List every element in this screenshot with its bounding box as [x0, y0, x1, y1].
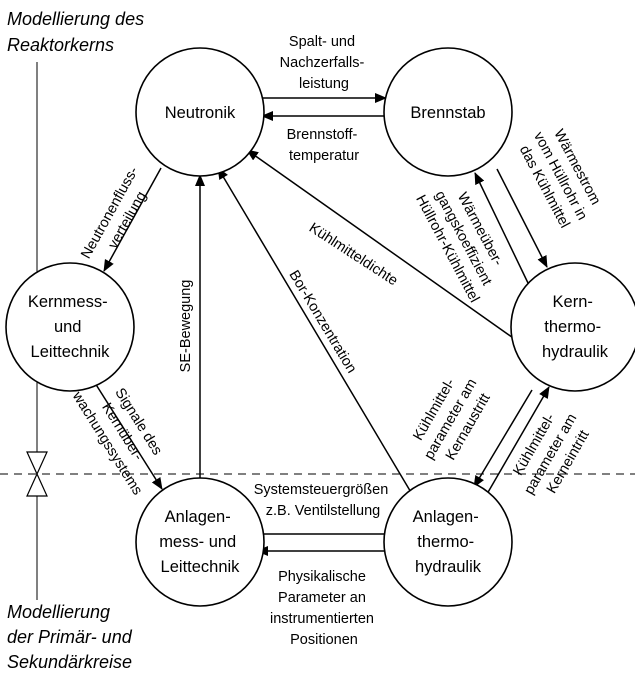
node-brennstab-label: Brennstab	[410, 104, 485, 122]
node-brennstab: Brennstab	[383, 47, 513, 177]
arrow-kern-thermo-to-neutronik	[246, 149, 517, 341]
node-anlagen-thermo-label: Anlagen- thermo- hydraulik	[413, 508, 484, 576]
node-kern-thermo: Kern- thermo- hydraulik	[510, 262, 635, 392]
core-region-label: Modellierung des Reaktorkerns	[7, 9, 149, 55]
label-kuehlmittel-kerneintritt: Kühlmittel- parameter am Kerneintritt	[505, 398, 599, 507]
arrow-anlagen-thermo-to-neutronik	[217, 167, 413, 495]
label-systemsteuergroessen: Systemsteuergrößen z.B. Ventilstellung	[254, 482, 393, 519]
arrow-neutronik-to-kernmess	[103, 167, 162, 272]
node-anlagen-mess-label: Anlagen- mess- und Leittechnik	[159, 508, 241, 576]
arrow-kernmess-to-anlagen-mess	[94, 382, 163, 490]
label-kuehlmitteldichte: Kühlmitteldichte	[306, 220, 401, 289]
arrow-kern-thermo-to-brennstab	[474, 172, 529, 284]
node-kernmess: Kernmess- und Leittechnik	[5, 262, 135, 392]
label-brennstofftemperatur: Brennstoff- temperatur	[287, 127, 362, 164]
label-waermestrom: Wärmestrom vom Hüllrohr in das Kühlmitte…	[513, 121, 608, 236]
label-neutronenflussverteilung: Neutronenfluss- verteilung	[78, 161, 160, 271]
node-anlagen-mess: Anlagen- mess- und Leittechnik	[135, 477, 265, 607]
arrow-kern-thermo-to-anlagen-thermo	[473, 389, 533, 488]
node-kernmess-label: Kernmess- und Leittechnik	[28, 293, 112, 361]
node-kern-thermo-label: Kern- thermo- hydraulik	[542, 293, 609, 361]
arrow-brennstab-to-kern-thermo	[496, 168, 548, 268]
label-bor-konzentration: Bor-Konzentration	[285, 268, 359, 376]
node-neutronik: Neutronik	[135, 47, 265, 177]
arrow-anlagen-thermo-to-kern-thermo	[486, 386, 550, 495]
label-se-bewegung: SE-Bewegung	[178, 280, 194, 373]
label-kuehlmittel-kernaustritt: Kühlmittel- parameter am Kernaustritt	[405, 363, 499, 472]
label-spalt-nachzerfallsleistung: Spalt- und Nachzerfalls- leistung	[280, 34, 369, 92]
label-physikalische-parameter: Physikalische Parameter an instrumentier…	[270, 569, 378, 648]
label-waermeuebergangskoeffizient: Wärmeüber- gangskoeffizient Hüllrohr-Küh…	[412, 175, 516, 306]
circuits-region-label: Modellierung der Primär- und Sekundärkre…	[7, 602, 137, 672]
node-anlagen-thermo: Anlagen- thermo- hydraulik	[383, 477, 513, 607]
valve-symbol	[26, 451, 48, 497]
node-neutronik-label: Neutronik	[165, 104, 236, 122]
